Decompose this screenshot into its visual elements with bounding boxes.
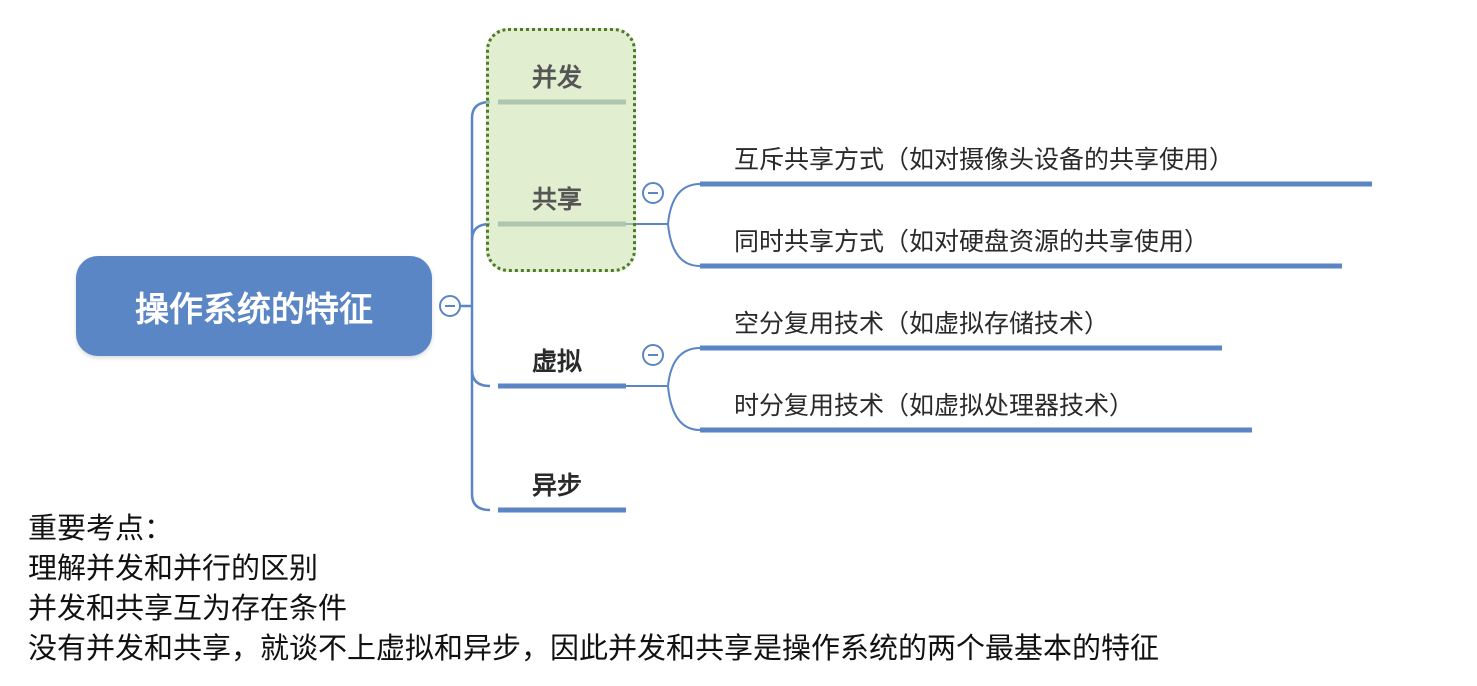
share-collapse-button[interactable] (642, 182, 664, 204)
virtual-collapse-button[interactable] (642, 344, 664, 366)
virtual-child-curves (667, 347, 701, 431)
branch-label-share[interactable]: 共享 (532, 185, 583, 214)
root-collapse-button[interactable] (439, 295, 461, 317)
root-node[interactable]: 操作系统的特征 (76, 256, 432, 356)
branch-label-virtual[interactable]: 虚拟 (532, 347, 583, 376)
highlight-box (486, 28, 636, 272)
branch-curve-virtual (470, 369, 491, 388)
share-child-curves (667, 183, 701, 267)
notes-line: 理解并发和并行的区别 (28, 551, 319, 585)
virtual-child-time-division[interactable]: 时分复用技术（如虚拟处理器技术） (734, 391, 1135, 420)
key-points-notes: 重要考点： 理解并发和并行的区别 并发和共享互为存在条件 没有并发和共享，就谈不… (28, 508, 1159, 668)
notes-heading: 重要考点： (28, 511, 174, 545)
notes-line: 并发和共享互为存在条件 (28, 591, 348, 625)
notes-line: 没有并发和共享，就谈不上虚拟和异步，因此并发和共享是操作系统的两个最基本的特征 (28, 631, 1160, 665)
branch-label-concurrency[interactable]: 并发 (532, 63, 583, 92)
branch-label-async[interactable]: 异步 (532, 471, 583, 500)
root-node-label: 操作系统的特征 (135, 289, 373, 330)
share-child-simultaneous[interactable]: 同时共享方式（如对硬盘资源的共享使用） (734, 227, 1210, 256)
virtual-child-space-division[interactable]: 空分复用技术（如虚拟存储技术） (734, 309, 1110, 338)
share-child-mutex[interactable]: 互斥共享方式（如对摄像头设备的共享使用） (734, 145, 1235, 174)
